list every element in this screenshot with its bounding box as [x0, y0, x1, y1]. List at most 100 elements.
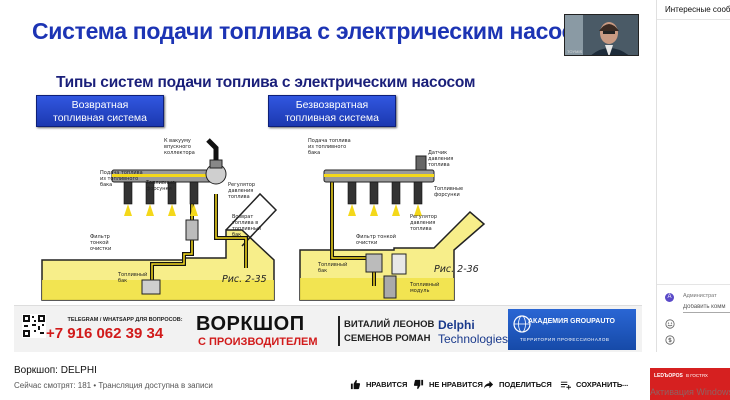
webcam-overlay: TOYMIS: [564, 14, 639, 56]
injectors-right: [347, 181, 423, 205]
share-icon: [483, 380, 494, 389]
label-filter-3: очистки: [90, 246, 111, 252]
fuel-regulator-right: [391, 253, 407, 275]
label-feed-2: из топливного: [100, 176, 138, 182]
globe-icon: [513, 315, 531, 333]
speaker-name-2: СЕМЕНОВ РОМАН: [344, 333, 431, 344]
label-injectors-1: Топливные: [145, 180, 175, 186]
partner-tagline: ТЕРРИТОРИЯ ПРОФЕССИОНАЛОВ: [520, 337, 610, 342]
chat-message-input[interactable]: [683, 301, 730, 313]
chat-header-divider: [657, 19, 730, 20]
contact-phone: +7 916 062 39 34: [46, 325, 164, 342]
label-r-sensor-3: топлива: [428, 162, 450, 168]
label-r-feed-2: из топливного: [308, 144, 346, 150]
dislike-button[interactable]: НЕ НРАВИТСЯ: [413, 379, 483, 390]
label-tank-1: Топливный: [117, 271, 147, 278]
label-r-filter-2: очистки: [356, 240, 377, 246]
delphi-logo-sub: Technologies: [438, 332, 509, 346]
label-r-feed-3: бака: [308, 150, 320, 156]
label-regulator-1: Регулятор: [228, 182, 255, 188]
dislike-label: НЕ НРАВИТСЯ: [429, 380, 483, 389]
delphi-logo: Delphi: [438, 318, 475, 332]
share-button[interactable]: ПОДЕЛИТЬСЯ: [483, 379, 552, 390]
like-button[interactable]: НРАВИТСЯ: [350, 379, 407, 390]
save-button[interactable]: СОХРАНИТЬ: [560, 379, 622, 390]
label-return-3: топливный: [232, 225, 261, 232]
label-feed-3: бака: [100, 182, 112, 188]
label-r-tank-1: Топливный: [317, 261, 347, 268]
return-system-line-1: Возвратная: [71, 99, 129, 111]
slide-main-title: Система подачи топлива с электрическим н…: [32, 18, 605, 44]
chat-ad-banner[interactable]: LEDЪOPOS В ГОСТЯХ: [650, 368, 730, 400]
share-label: ПОДЕЛИТЬСЯ: [499, 380, 552, 389]
label-tank-2: бак: [118, 278, 127, 284]
promo-banner: TELEGRAM / WHATSAPP ДЛЯ ВОПРОСОВ: +7 916…: [14, 305, 642, 352]
returnless-system-line-1: Безвозвратная: [295, 99, 369, 111]
label-r-tank-2: бак: [318, 268, 327, 274]
label-feed-1: Подача топлива: [100, 170, 143, 176]
label-regulator-3: топлива: [228, 194, 250, 200]
label-return-4: бак: [232, 232, 241, 238]
like-label: НРАВИТСЯ: [366, 380, 408, 389]
chat-input-username: Администрат: [683, 293, 717, 299]
webcam-label: TOYMIS: [567, 49, 583, 54]
playlist-add-icon: [560, 381, 571, 390]
label-return-1: Возврат: [232, 214, 253, 220]
speaker-name-1: ВИТАЛИЙ ЛЕОНОВ: [344, 319, 435, 330]
figure-label-right: Рис. 2-36: [434, 264, 479, 275]
thumb-down-icon: [413, 379, 424, 390]
fuel-pump-left: [141, 279, 161, 295]
label-r-regulator-1: Регулятор: [410, 214, 437, 220]
label-vacuum-2: впускного: [164, 144, 191, 150]
return-system-button: Возвратная топливная система: [36, 95, 164, 127]
label-r-filter-1: Фильтр тонкой: [356, 233, 396, 240]
banner-divider: [338, 316, 340, 346]
contact-label: TELEGRAM / WHATSAPP ДЛЯ ВОПРОСОВ:: [67, 317, 183, 323]
windows-activation-watermark: Активация Windows: [650, 387, 730, 397]
label-injectors-2: форсунки: [146, 186, 172, 192]
label-r-module-1: Топливный: [409, 281, 439, 288]
presenter-icon: [565, 15, 638, 55]
fuel-module-right: [383, 275, 397, 299]
workshop-subtitle: С ПРОИЗВОДИТЕЛЕМ: [198, 336, 318, 348]
video-meta: Сейчас смотрят: 181 • Трансляция доступн…: [14, 381, 213, 390]
chat-header-title[interactable]: Интересные сообщ: [665, 5, 730, 14]
fuel-filter-left: [185, 219, 199, 241]
emoji-icon[interactable]: [665, 319, 675, 329]
label-r-injectors-1: Топливные: [433, 186, 463, 192]
chat-ad-brand: LEDЪOPOS: [654, 373, 683, 379]
super-chat-icon[interactable]: [665, 335, 675, 345]
user-avatar: A: [665, 293, 674, 302]
qr-code-icon: [22, 314, 46, 338]
label-vacuum-1: К вакууму: [164, 138, 191, 144]
video-player[interactable]: Система подачи топлива с электрическим н…: [14, 0, 642, 352]
label-regulator-2: давления: [228, 188, 253, 194]
workshop-title: ВОРКШОП: [196, 313, 305, 335]
label-return-2: топлива в: [232, 220, 258, 226]
label-r-module-2: модуль: [410, 288, 429, 294]
partner-name: АКАДЕМИЯ GROUPAUTO: [528, 318, 615, 325]
label-filter-1: Фильтр: [90, 234, 110, 240]
label-r-feed-1: Подача топлива: [308, 138, 351, 144]
video-title: Воркшоп: DELPHI: [14, 365, 97, 376]
chat-ad-caption: В ГОСТЯХ: [686, 373, 708, 378]
more-actions-button[interactable]: ...: [622, 379, 628, 388]
label-r-regulator-3: топлива: [410, 226, 432, 232]
figure-label-left: Рис. 2-35: [222, 274, 267, 285]
label-r-regulator-2: давления: [410, 220, 435, 226]
